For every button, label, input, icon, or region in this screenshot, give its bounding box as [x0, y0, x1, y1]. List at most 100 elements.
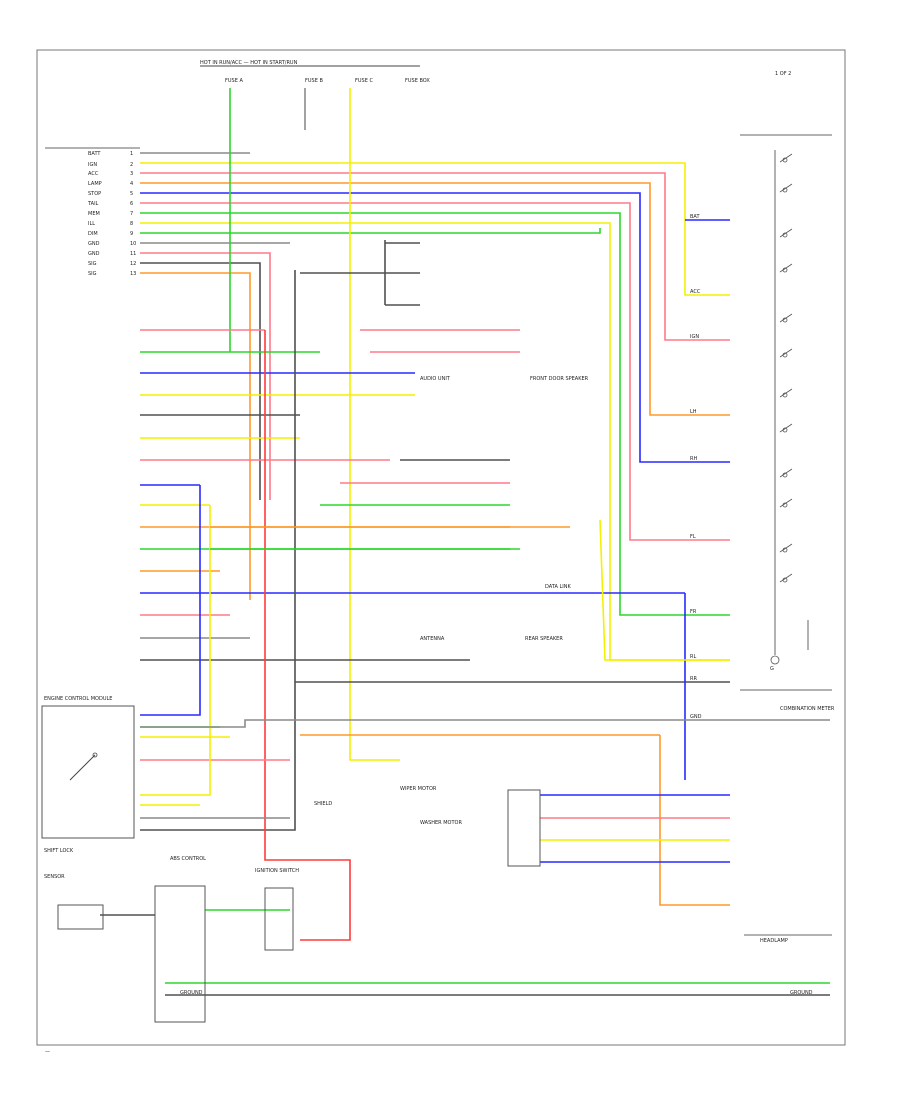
- wire-ign: [140, 162, 730, 296]
- sensor-box: [57, 904, 104, 930]
- right-pin-label: RL: [690, 654, 696, 660]
- ground-symbol-note: G: [770, 666, 774, 672]
- switch-lever: [779, 228, 793, 238]
- left-pin-number: 4: [130, 181, 133, 187]
- switch-lever: [779, 388, 793, 398]
- engine-control-module-box: [41, 705, 135, 839]
- fuse-box-label: FUSE BOX: [405, 78, 430, 84]
- left-pin-label: LAMP: [88, 181, 102, 187]
- abs-control-label: ABS CONTROL: [170, 856, 206, 862]
- left-pin-number: 12: [130, 261, 136, 267]
- combination-meter-label: COMBINATION METER: [780, 706, 835, 712]
- right-pin-label: FL: [690, 534, 696, 540]
- left-pin-label: STOP: [88, 191, 101, 197]
- left-pin-number: 8: [130, 221, 133, 227]
- right-pin-label: IGN: [690, 334, 699, 340]
- ecm-contact: [92, 752, 98, 758]
- left-pin-label: ACC: [88, 171, 99, 177]
- front-door-speaker-label: FRONT DOOR SPEAKER: [530, 376, 589, 382]
- wire-red-loop: [264, 330, 351, 941]
- wire-ill: [140, 222, 730, 661]
- left-pin-label: BATT: [88, 151, 101, 157]
- ignition-switch-box: [264, 887, 294, 951]
- fuse-box-header: HOT IN RUN/ACC — HOT IN START/RUN: [200, 60, 298, 66]
- data-link-label: DATA LINK: [545, 584, 571, 590]
- figure-number: 1 OF 2: [775, 71, 791, 77]
- wire-sig-1: [140, 262, 261, 500]
- wire-ground-bus: [140, 270, 296, 831]
- left-pin-number: 3: [130, 171, 133, 177]
- switch-lever: [779, 183, 793, 193]
- wire-dim: [140, 228, 601, 234]
- wire-stop: [140, 192, 730, 463]
- left-pin-label: ILL: [88, 221, 95, 227]
- ground-note-a: GROUND: [180, 990, 203, 996]
- left-pin-label: SIG: [88, 271, 97, 277]
- right-pin-label: ACC: [690, 289, 701, 295]
- right-pin-label: FR: [690, 609, 697, 615]
- ignition-switch-label: IGNITION SWITCH: [255, 868, 299, 874]
- right-connector: BAT ACC IGN LH RH FL FR RL RR GND: [690, 214, 702, 720]
- wire-sig-2: [140, 272, 251, 600]
- right-pin-label: RR: [690, 676, 697, 682]
- sensor-label: SENSOR: [44, 874, 65, 880]
- ground-symbol: [770, 655, 780, 665]
- left-pin-label: TAIL: [87, 201, 99, 207]
- left-pin-number: 10: [130, 241, 136, 247]
- abs-control-box: [154, 885, 206, 1023]
- wire-mem: [140, 212, 730, 616]
- wire-gnd-2: [140, 252, 271, 500]
- left-pin-label: SIG: [88, 261, 97, 267]
- left-pin-label: MEM: [88, 211, 100, 217]
- right-pin-label: LH: [690, 409, 697, 415]
- left-pin-number: 2: [130, 162, 133, 168]
- left-pin-number: 13: [130, 271, 136, 277]
- wire-tail: [140, 202, 730, 541]
- right-switch-column: [69, 150, 809, 781]
- fuse-a-label: FUSE A: [225, 78, 243, 84]
- left-pin-number: 5: [130, 191, 133, 197]
- wire-yellow-right: [599, 519, 730, 661]
- ecm-switch: [69, 754, 96, 781]
- left-pin-number: 7: [130, 211, 133, 217]
- wire-ecm-blue: [140, 485, 201, 716]
- wire-lamp: [140, 182, 730, 416]
- right-pin-label: RH: [690, 456, 697, 462]
- switch-lever: [779, 468, 793, 478]
- left-pin-label: IGN: [88, 162, 97, 168]
- wire-group: [100, 88, 830, 996]
- washer-motor-label: WASHER MOTOR: [420, 820, 462, 826]
- audio-unit-label: AUDIO UNIT: [420, 376, 451, 382]
- switch-lever: [779, 423, 793, 433]
- left-pin-label: DIM: [88, 231, 98, 237]
- shift-lock-label: SHIFT LOCK: [44, 848, 74, 854]
- wire-acc: [140, 172, 730, 341]
- wire-orange-right: [659, 735, 730, 906]
- fuse-b-label: FUSE B: [305, 78, 323, 84]
- page-footer: —: [45, 1049, 50, 1055]
- switch-lever: [779, 153, 793, 163]
- ground-note-b: GROUND: [790, 990, 813, 996]
- washer-motor-box: [507, 789, 541, 867]
- antenna-label: ANTENNA: [420, 636, 445, 642]
- switch-lever: [779, 573, 793, 583]
- switch-lever: [779, 263, 793, 273]
- fuse-c-label: FUSE C: [355, 78, 373, 84]
- right-pin-label: GND: [690, 714, 702, 720]
- left-pin-label: GND: [88, 241, 100, 247]
- left-pin-number: 6: [130, 201, 133, 207]
- wire-long-gray: [140, 719, 830, 728]
- left-pin-number: 11: [130, 251, 136, 257]
- left-pin-label: GND: [88, 251, 100, 257]
- left-pin-number: 1: [130, 151, 133, 157]
- switch-lever: [779, 498, 793, 508]
- engine-control-module-label: ENGINE CONTROL MODULE: [44, 696, 112, 702]
- left-pin-number: 9: [130, 231, 133, 237]
- shield-note: SHIELD: [314, 801, 332, 807]
- right-pin-label: BAT: [690, 214, 700, 220]
- page-frame: [36, 49, 846, 1046]
- wire-fuse-c: [349, 88, 400, 761]
- wire-ecm-yellow-2: [140, 505, 211, 796]
- switch-lever: [779, 348, 793, 358]
